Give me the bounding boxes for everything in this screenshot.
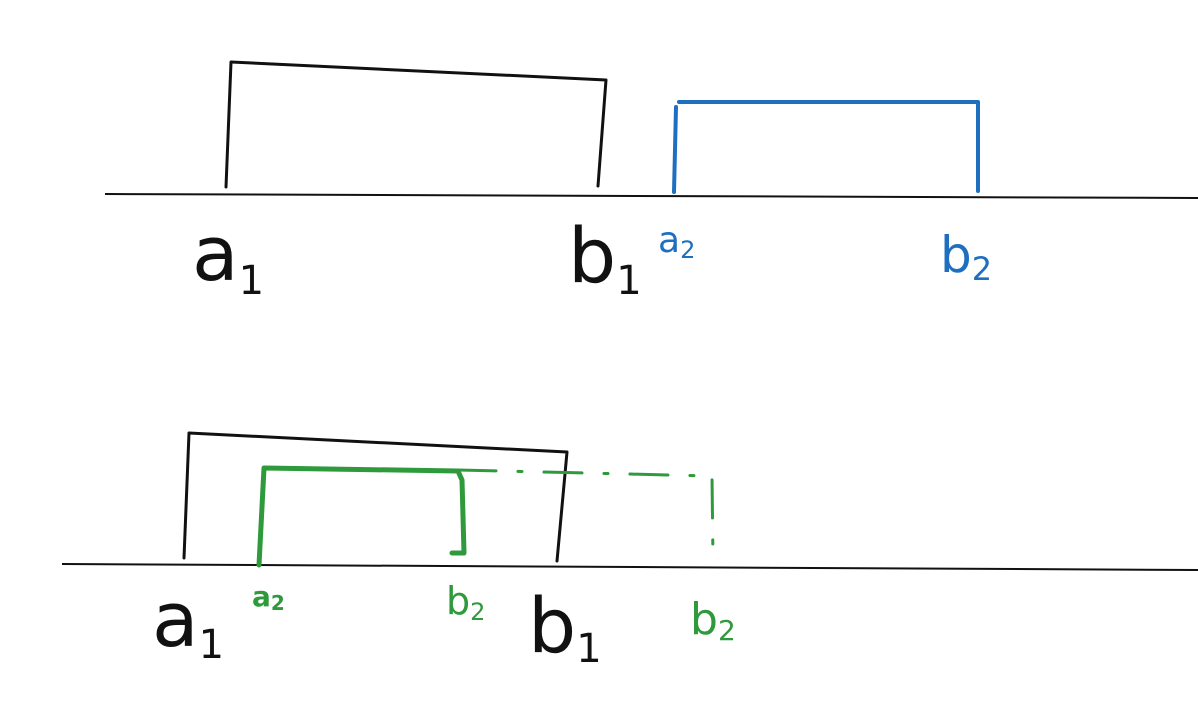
bottom-label-b1: b1: [528, 581, 602, 672]
bottom-label-a2: a2: [252, 580, 285, 615]
top-label-a1: a1: [192, 209, 264, 304]
bottom-label-a1: a1: [152, 575, 224, 668]
bottom-black-interval-bracket: [182, 431, 569, 563]
top-label-b1: b1: [568, 211, 642, 304]
top-axis-line: [104, 193, 1198, 199]
bottom-green-interval-bracket: [256, 465, 467, 568]
top-diagram: a1 b1 a2 b2: [104, 60, 1198, 304]
top-blue-interval-bracket: [672, 100, 980, 194]
bottom-label-b2-inner: b2: [446, 579, 485, 626]
top-label-b2: b2: [940, 226, 992, 288]
bottom-green-dashed-extension: [456, 468, 715, 562]
bottom-label-b2-outer: b2: [690, 594, 736, 647]
bottom-axis-line: [61, 563, 1198, 571]
top-black-interval-bracket: [224, 60, 608, 189]
bottom-diagram: a1 a2 b2 b1 b2: [61, 431, 1198, 672]
top-label-a2: a2: [658, 220, 695, 264]
